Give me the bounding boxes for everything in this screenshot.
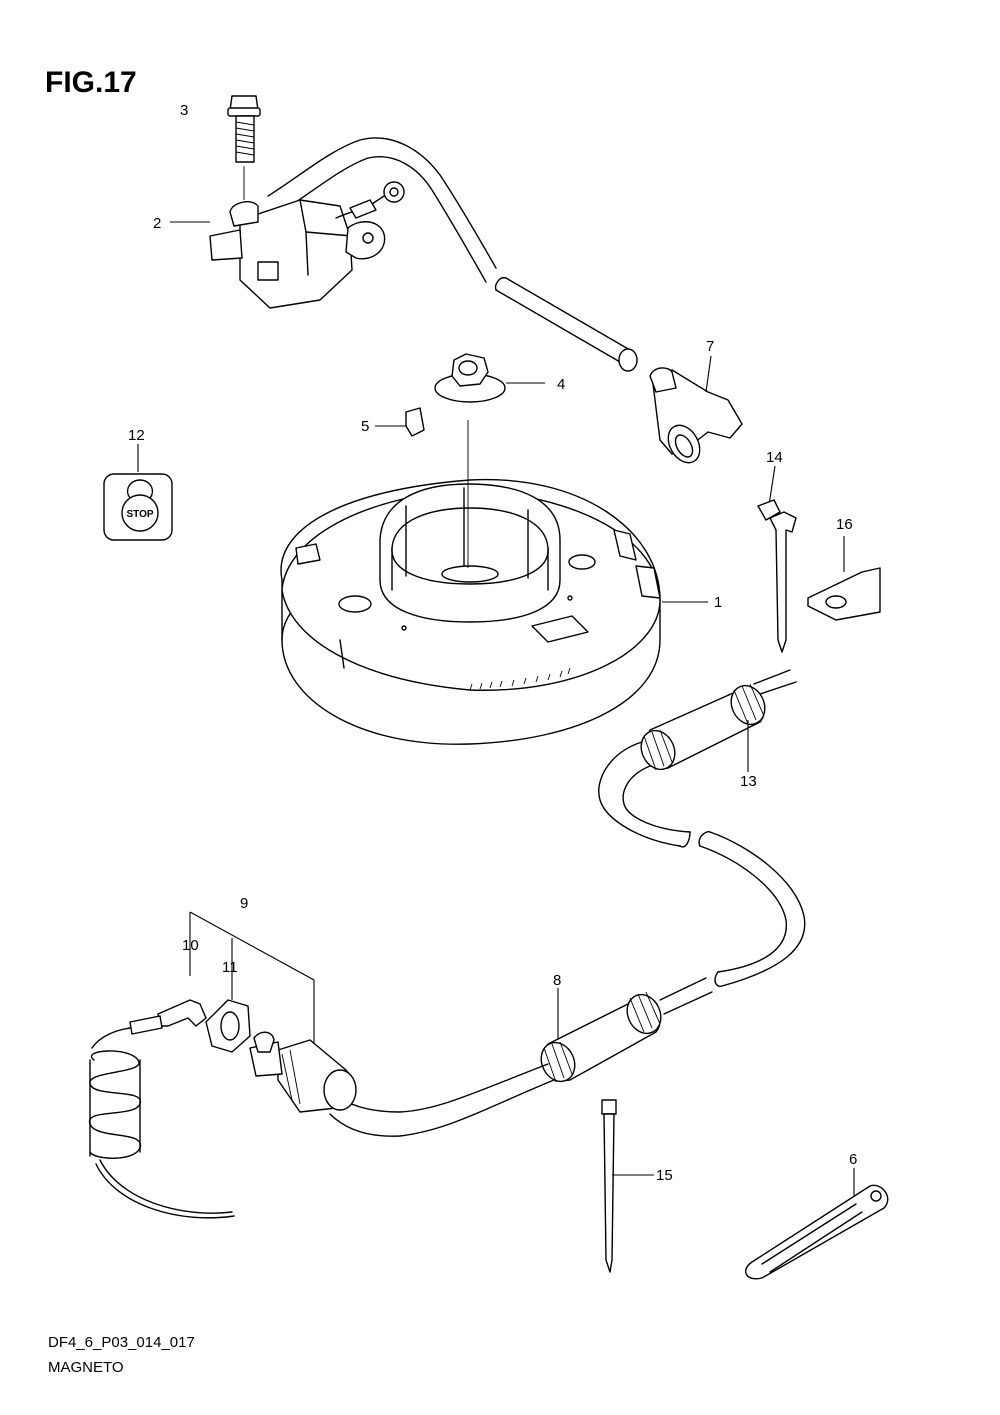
part-11-nut: [205, 999, 251, 1053]
callout-12: 12: [128, 427, 145, 444]
callout-2: 2: [153, 215, 161, 232]
figure-name: MAGNETO: [48, 1359, 124, 1376]
part-1-flywheel: [280, 420, 708, 745]
part-12-stop-plate: STOP: [103, 444, 173, 541]
part-15-cable-tie: [601, 1099, 654, 1273]
part-7-spark-plug-cap: [649, 355, 743, 464]
part-16-bracket: [807, 536, 881, 621]
callout-9: 9: [240, 895, 248, 912]
callout-10: 10: [182, 937, 199, 954]
callout-7: 7: [706, 338, 714, 355]
callout-4: 4: [557, 376, 565, 393]
callout-5: 5: [361, 418, 369, 435]
callout-13: 13: [740, 773, 757, 790]
callout-11: 11: [222, 959, 238, 976]
part-4-flywheel-nut: [434, 353, 545, 403]
callout-14: 14: [766, 449, 783, 466]
part-5-woodruff-key: [375, 407, 425, 437]
callout-6: 6: [849, 1151, 857, 1168]
part-8-lead-grommets: [329, 977, 713, 1137]
callout-15: 15: [656, 1167, 673, 1184]
part-6-clamp: [744, 1168, 889, 1280]
ht-lead-lower: [494, 277, 638, 372]
stop-lead-middle: [698, 831, 806, 987]
part-3-bolt: [227, 95, 261, 200]
part-14-clip: [757, 465, 797, 653]
callout-labels: 1 2 3 4 5 6 7 8 9 10 11 12 13 14 15 16: [128, 102, 857, 1184]
callout-1: 1: [714, 594, 722, 611]
part-10-lanyard-clip: [89, 999, 235, 1219]
callout-3: 3: [180, 102, 188, 119]
stop-switch-text: STOP: [126, 509, 153, 520]
part-13-stop-switch-lead: [598, 669, 797, 848]
callout-16: 16: [836, 516, 853, 533]
part-2-ignition-coil: [170, 137, 497, 309]
part-9-stop-switch: [189, 911, 357, 1113]
figure-title: FIG.17: [45, 66, 137, 99]
callout-8: 8: [553, 972, 561, 989]
figure-code: DF4_6_P03_014_017: [48, 1334, 195, 1351]
